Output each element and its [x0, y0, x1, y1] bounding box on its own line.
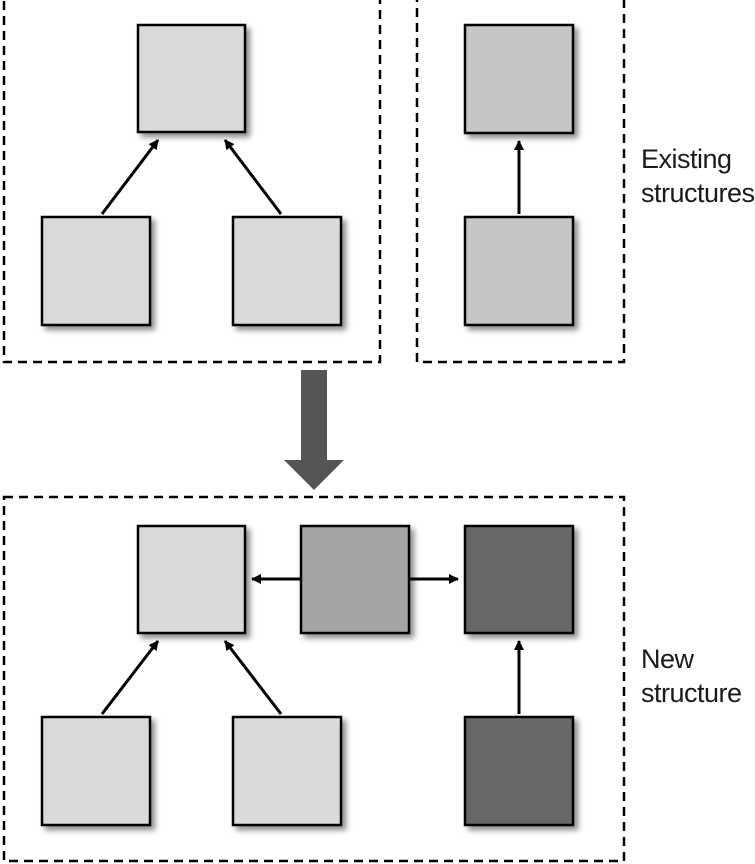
existing-group-1-border	[2, 0, 382, 364]
existing-group-1-bottom-right-box	[231, 215, 343, 327]
transition-arrow	[284, 370, 344, 490]
existing-group-2-bottom-box	[463, 215, 575, 327]
new-structure-label-line1: New	[641, 644, 694, 674]
existing-group-2-top-box	[463, 23, 575, 135]
new-structure-label-line2: structure	[641, 678, 742, 708]
new-structure-border	[2, 495, 626, 863]
existing-group-1-arrow-left	[100, 139, 160, 215]
new-structure-top-middle-box	[299, 524, 411, 635]
new-structure-top-left-box	[136, 524, 247, 635]
new-structure-bottom-right-box	[463, 715, 575, 827]
existing-group-2-border	[415, 0, 626, 364]
new-structure-arrow-bottom-middle	[223, 640, 283, 715]
existing-structures-label-line2: structures	[641, 178, 755, 208]
new-structure-top-right-box	[463, 524, 575, 635]
new-structure-bottom-middle-box	[231, 715, 343, 827]
existing-group-1-bottom-left-box	[40, 215, 152, 327]
new-structure-label: New structure	[641, 642, 742, 710]
new-structure-arrow-bottom-left	[100, 640, 160, 715]
existing-group-1-top-box	[136, 23, 247, 134]
existing-group-1-arrow-right	[223, 139, 283, 215]
new-structure-bottom-left-box	[40, 715, 152, 827]
existing-structures-label: Existing structures	[641, 142, 755, 210]
existing-structures-label-line1: Existing	[641, 144, 732, 174]
